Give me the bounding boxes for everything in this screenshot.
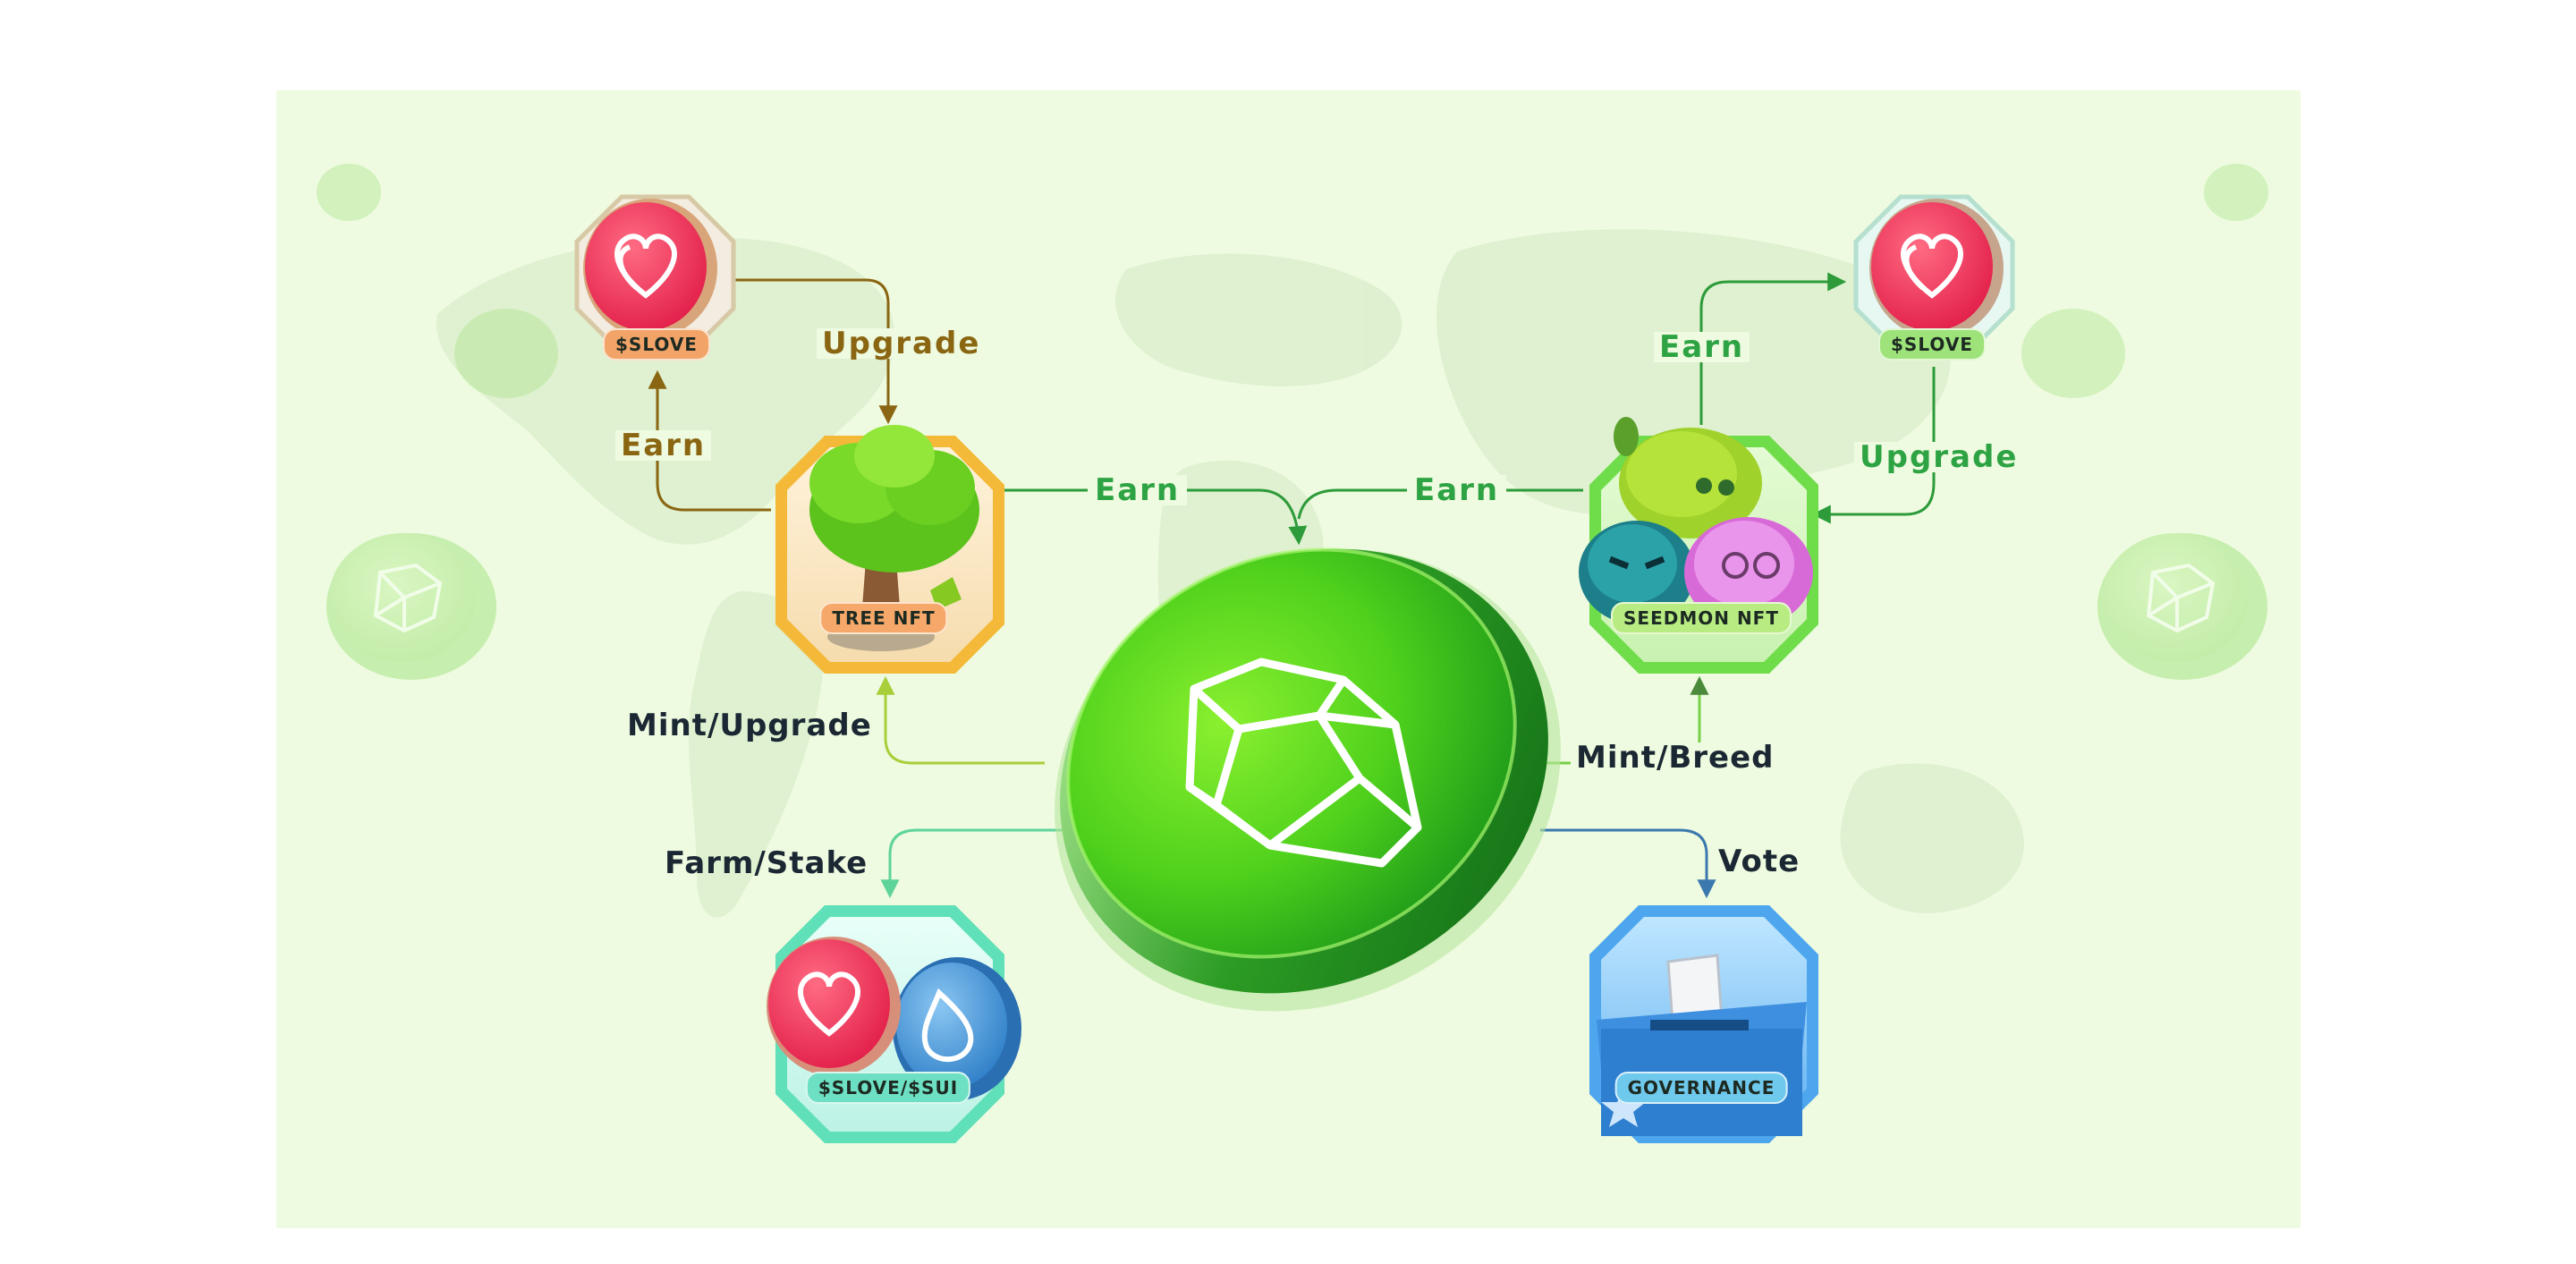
pool-badge: $SLOVE/$SUI [805, 1072, 971, 1104]
connector-mint-upgrade [876, 675, 1045, 765]
tree-icon [809, 425, 979, 651]
left-upgrade-label: Upgrade [817, 328, 987, 359]
sui-coin-icon [893, 957, 1021, 1100]
seedmon-nft-badge: SEEDMON NFT [1611, 602, 1792, 634]
connector-left-earn [648, 369, 771, 512]
center-coin [1055, 547, 1561, 1012]
gem-logo-icon [1185, 657, 1422, 868]
slove-sui-pool-node [767, 905, 1021, 1143]
seedmon-earn-label: Earn [1407, 475, 1507, 505]
seedmon-creatures-icon [1579, 417, 1813, 628]
mint-upgrade-label: Mint/Upgrade [627, 708, 872, 743]
tree-nft-node [775, 425, 1004, 674]
connector-left-upgrade [735, 278, 898, 425]
faded-coin-right-large [2097, 533, 2267, 680]
slove-left-node [574, 194, 736, 356]
slove-right-node [1853, 194, 2015, 356]
world-map-watermark [436, 229, 2024, 918]
heart-icon [1901, 233, 1963, 299]
right-upgrade-label: Upgrade [1854, 442, 2024, 472]
right-earn-label: Earn [1654, 332, 1750, 362]
slove-right-badge: $SLOVE [1878, 328, 1986, 361]
slove-coin-icon [767, 937, 901, 1076]
governance-node [1589, 905, 1818, 1143]
connector-right-upgrade [1811, 367, 1936, 524]
slove-left-badge: $SLOVE [603, 328, 710, 361]
connector-vote [1540, 828, 1716, 899]
connector-farm-stake [880, 828, 1064, 899]
vote-label: Vote [1718, 844, 1801, 879]
tree-nft-badge: TREE NFT [819, 602, 948, 634]
connector-tree-earn [1004, 488, 1308, 546]
governance-badge: GOVERNANCE [1614, 1072, 1788, 1104]
connector-right-earn [1699, 272, 1847, 425]
mint-breed-label: Mint/Breed [1571, 742, 1780, 773]
faded-coin-left-small [317, 164, 558, 398]
faded-coin-right-small [2021, 164, 2268, 398]
tree-earn-label: Earn [1088, 475, 1188, 505]
seedmon-nft-node [1579, 417, 1818, 674]
farm-stake-label: Farm/Stake [665, 845, 869, 881]
left-earn-label: Earn [615, 430, 712, 461]
connector-seedmon-earn [1297, 488, 1583, 520]
heart-icon [614, 233, 677, 299]
faded-coin-left-large [326, 533, 496, 680]
